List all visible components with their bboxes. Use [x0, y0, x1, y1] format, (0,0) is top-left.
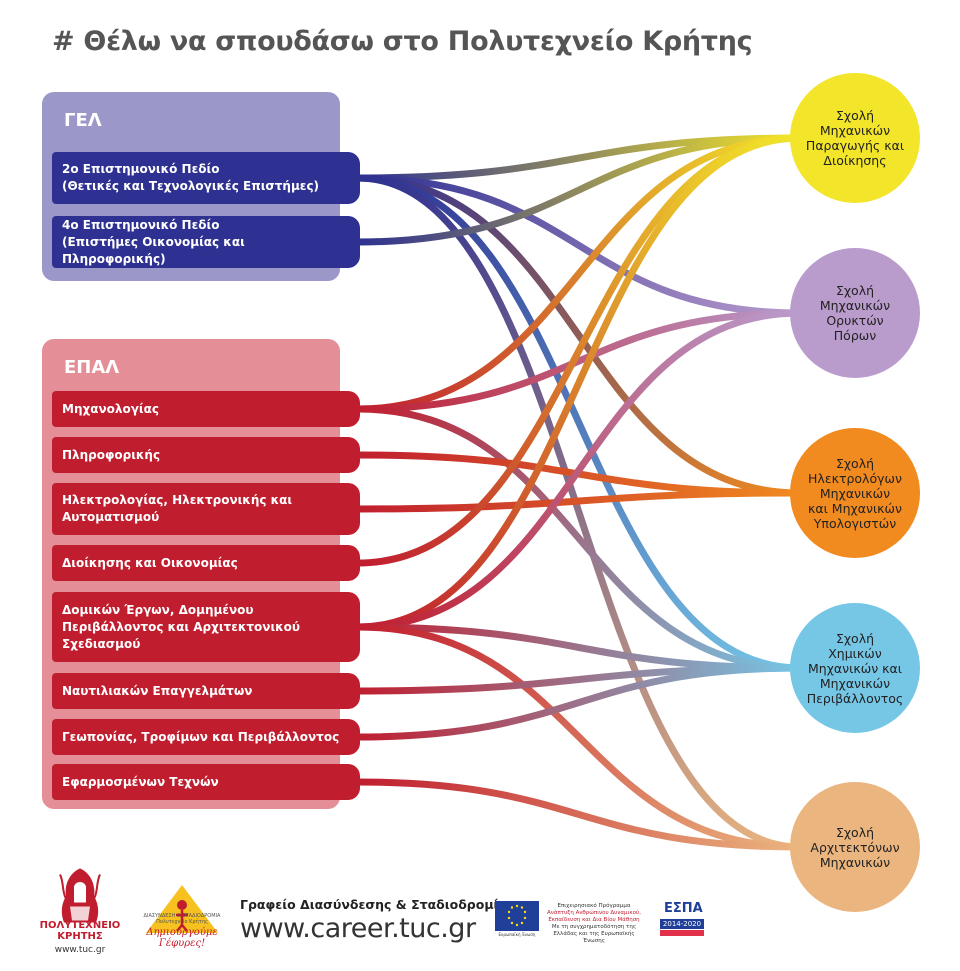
program-title: Επιχειρησιακό Πρόγραμμα — [557, 903, 631, 909]
eu-flag-icon — [495, 901, 539, 931]
flow-gel-0-to-school-1 — [354, 174, 804, 317]
gel-item-label: 4ο Επιστημονικό Πεδίο (Επιστήμες Οικονομ… — [62, 217, 245, 266]
flow-epal-0-to-school-1 — [354, 309, 804, 413]
gel-item-label: 2ο Επιστημονικό Πεδίο (Θετικές και Τεχνο… — [62, 162, 320, 193]
flow-epal-2-to-school-2 — [354, 489, 804, 513]
epal-item-informatics[interactable]: Πληροφορικής — [52, 437, 360, 473]
school-label: Σχολή Μηχανικών Ορυκτών Πόρων — [819, 283, 891, 343]
espa-title: ΕΣΠΑ — [664, 901, 703, 916]
group-epal-title: ΕΠΑΛ — [64, 357, 120, 378]
espa-years: 2014-2020 — [660, 919, 704, 929]
gel-item-economics[interactable]: 4ο Επιστημονικό Πεδίο (Επιστήμες Οικονομ… — [52, 216, 360, 268]
flow-epal-4-to-school-0 — [354, 134, 804, 631]
flow-gel-0-to-school-3 — [354, 174, 804, 672]
school-electrical-computer[interactable]: Σχολή Ηλεκτρολόγων Μηχανικών και Μηχανικ… — [790, 428, 920, 558]
epal-item-label: Πληροφορικής — [62, 447, 161, 462]
flow-epal-4-to-school-4 — [354, 623, 804, 851]
flow-gel-0-to-school-2 — [354, 174, 804, 497]
epal-item-label: Δομικών Έργων, Δομημένου Περιβάλλοντος κ… — [62, 602, 301, 651]
group-gel-title: ΓΕΛ — [64, 110, 102, 131]
epal-item-electrical[interactable]: Ηλεκτρολογίας, Ηλεκτρονικής και Αυτοματι… — [52, 483, 360, 535]
school-label: Σχολή Ηλεκτρολόγων Μηχανικών και Μηχανικ… — [807, 455, 902, 531]
school-architecture[interactable]: Σχολή Αρχιτεκτόνων Μηχανικών — [790, 782, 920, 912]
flow-epal-0-to-school-0 — [354, 134, 804, 413]
office-url[interactable]: www.career.tuc.gr — [240, 913, 476, 944]
espa-tagline-bar — [660, 930, 704, 936]
epal-item-label: Ναυτιλιακών Επαγγελμάτων — [62, 683, 253, 698]
epal-item-label: Γεωπονίας, Τροφίμων και Περιβάλλοντος — [62, 729, 340, 744]
epal-item-construction[interactable]: Δομικών Έργων, Δομημένου Περιβάλλοντος κ… — [52, 592, 360, 662]
page-title: # Θέλω να σπουδάσω στο Πολυτεχνείο Κρήτη… — [52, 26, 753, 57]
program-note: Με τη συγχρηματοδότηση της Ελλάδας και τ… — [551, 924, 637, 944]
epal-item-agriculture[interactable]: Γεωπονίας, Τροφίμων και Περιβάλλοντος — [52, 719, 360, 755]
school-label: Σχολή Χημικών Μηχανικών και Μηχανικών Πε… — [806, 630, 904, 706]
epal-item-business[interactable]: Διοίκησης και Οικονομίας — [52, 545, 360, 581]
epal-item-applied-arts[interactable]: Εφαρμοσμένων Τεχνών — [52, 764, 360, 800]
career-office-logo-icon — [146, 885, 218, 933]
flow-epal-7-to-school-4 — [354, 778, 804, 851]
flow-epal-6-to-school-3 — [354, 664, 804, 741]
school-label: Σχολή Αρχιτεκτόνων Μηχανικών — [810, 824, 900, 870]
epal-item-label: Εφαρμοσμένων Τεχνών — [62, 774, 219, 789]
flow-epal-4-to-school-1 — [354, 309, 804, 631]
tuc-name: ΠΟΛΥΤΕΧΝΕΙΟ ΚΡΗΤΗΣ — [39, 920, 121, 942]
school-chemical-environmental[interactable]: Σχολή Χημικών Μηχανικών και Μηχανικών Πε… — [790, 603, 920, 733]
flow-gel-0-to-school-4 — [354, 174, 804, 851]
tuc-url[interactable]: www.tuc.gr — [54, 945, 106, 955]
school-label: Σχολή Μηχανικών Παραγωγής και Διοίκησης — [805, 108, 905, 168]
epal-item-maritime[interactable]: Ναυτιλιακών Επαγγελμάτων — [52, 673, 360, 709]
flow-gel-1-to-school-0 — [354, 134, 804, 246]
school-production-management[interactable]: Σχολή Μηχανικών Παραγωγής και Διοίκησης — [790, 73, 920, 203]
program-info: Επιχειρησιακό Πρόγραμμα Ανάπτυξη Ανθρώπι… — [543, 903, 645, 945]
tuc-logo-icon — [59, 868, 101, 923]
school-mineral-resources[interactable]: Σχολή Μηχανικών Ορυκτών Πόρων — [790, 248, 920, 378]
gel-item-science[interactable]: 2ο Επιστημονικό Πεδίο (Θετικές και Τεχνο… — [52, 152, 360, 204]
epal-item-label: Μηχανολογίας — [62, 401, 159, 416]
epal-item-label: Ηλεκτρολογίας, Ηλεκτρονικής και Αυτοματι… — [62, 493, 293, 524]
epal-item-label: Διοίκησης και Οικονομίας — [62, 555, 238, 570]
program-name: Ανάπτυξη Ανθρώπινου Δυναμικού, Εκπαίδευσ… — [547, 910, 641, 923]
career-office-subtitle: ΔΙΑΣΥΝΔΕΣΗ & ΣΤΑΔΙΟΔΡΟΜΙΑ Πολυτεχνείο Κρ… — [143, 913, 221, 925]
epal-item-mechanical[interactable]: Μηχανολογίας — [52, 391, 360, 427]
footer: ΠΟΛΥΤΕΧΝΕΙΟ ΚΡΗΤΗΣ www.tuc.gr ΔΙΑΣΥΝΔΕΣΗ… — [0, 835, 960, 971]
office-label: Γραφείο Διασύνδεσης & Σταδιοδρομίας — [240, 897, 515, 912]
career-office-slogan: Δημιουργούμε Γέφυρες! — [146, 927, 218, 949]
flow-epal-0-to-school-3 — [354, 405, 804, 672]
eu-label: Ευρωπαϊκή Ένωση — [498, 932, 536, 937]
